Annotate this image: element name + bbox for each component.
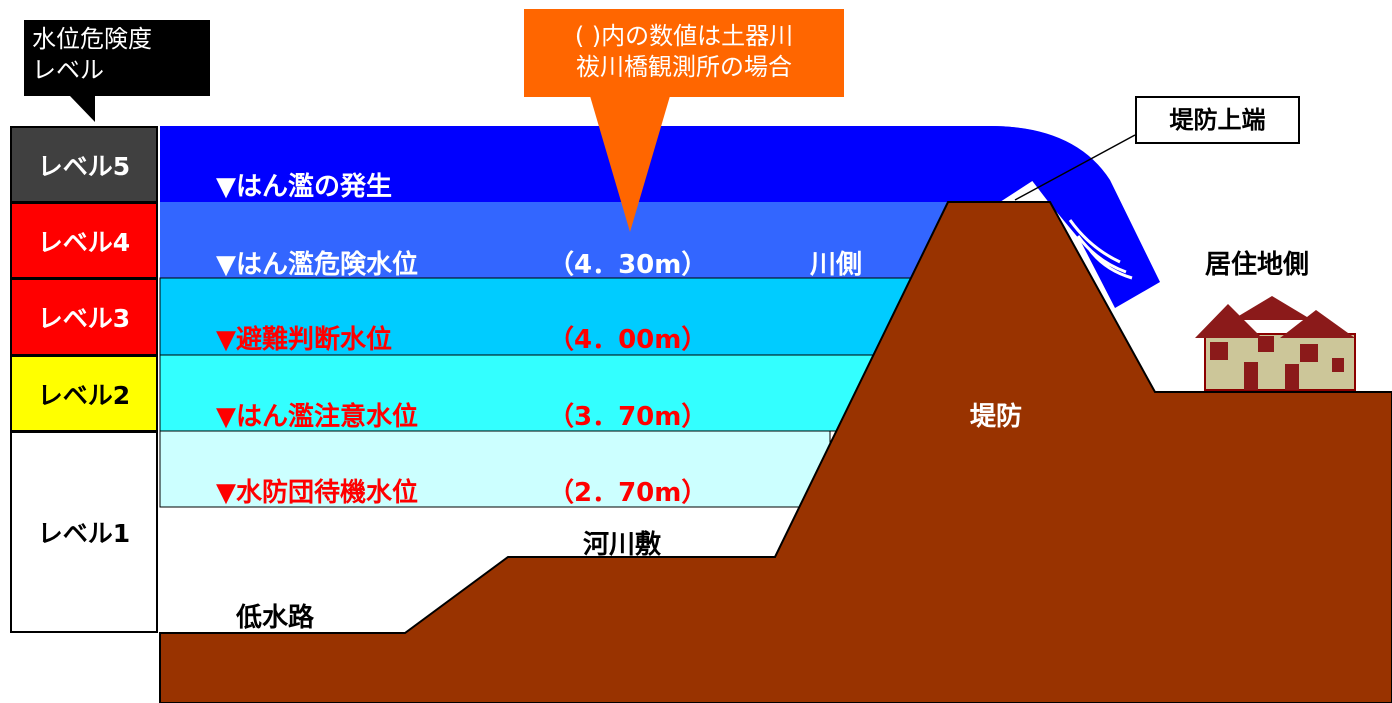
levee-top-label: 堤防上端 [1135,96,1300,144]
level1-water-band [159,430,831,508]
level4-label: ▼はん濫危険水位 [216,250,418,280]
level4-water-band [160,202,950,278]
level5-label: ▼はん濫の発生 [216,172,392,202]
level4-cell: レベル4 [10,202,158,279]
level2-cell: レベル2 [10,355,158,432]
level3-label: ▼避難判断水位 [216,325,392,355]
overflow-splash [1068,219,1133,280]
level1-cell: レベル1 [10,431,158,633]
levee-top-leader [1014,134,1136,201]
river-side-label: 川側 [810,250,863,280]
ground-profile [159,201,1392,703]
level3-water-band [159,277,921,356]
level5-cell: レベル5 [10,126,158,203]
level1-label: ▼水防団待機水位 [216,478,418,508]
legend-pointer [70,96,95,122]
note-box: ( )内の数値は土器川 祓川橋観測所の場合 [524,9,844,97]
overflow-water [990,126,1160,308]
legend-title: 水位危険度 レベル [24,20,210,96]
level3-cell: レベル3 [10,278,158,356]
low-channel-label: 低水路 [236,603,315,633]
level1-value: （2．70m） [548,478,708,508]
level2-label: ▼はん濫注意水位 [216,402,418,432]
level3-value: （4．00m） [548,325,708,355]
level4-value: （4．30m） [548,250,708,280]
note-pointer [590,96,670,232]
levee-label: 堤防 [970,402,1023,432]
floodplain-label: 河川敷 [583,530,662,560]
house-icon [1195,296,1356,391]
residential-side-label: 居住地側 [1205,250,1310,280]
level2-value: （3．70m） [548,402,708,432]
